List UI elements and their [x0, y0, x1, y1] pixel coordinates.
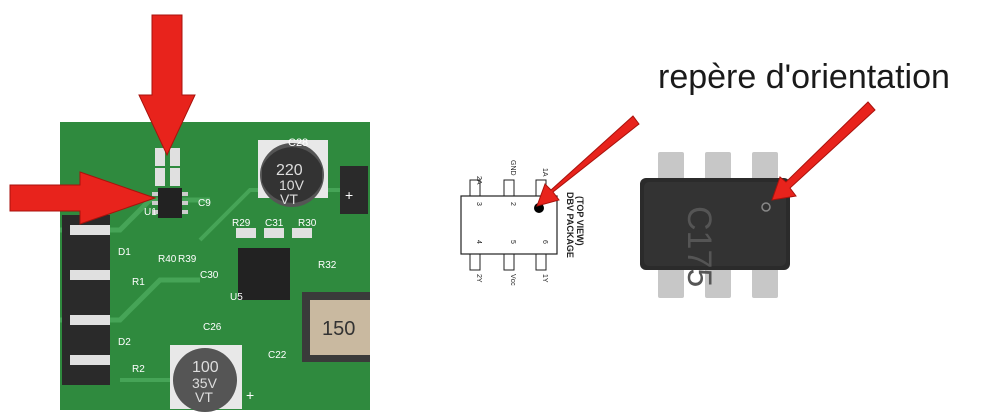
capacitor-bottom: [173, 348, 237, 412]
arrow-right-icon: [9, 171, 157, 225]
arrow-pin1-icon: [536, 115, 640, 207]
pin3-num: 3: [475, 202, 482, 206]
chip-u1: [158, 188, 182, 218]
label-r40: R40: [158, 254, 177, 265]
label-r29: R29: [232, 218, 251, 229]
label-d2: D2: [118, 337, 131, 348]
chip-photo: C175: [640, 152, 790, 298]
chip-marking: C175: [680, 206, 718, 287]
label-r39: R39: [178, 254, 197, 265]
package-title: DBV PACKAGE: [565, 192, 575, 258]
cap-top-line2: 10V: [279, 177, 305, 193]
label-d1: D1: [118, 247, 131, 258]
pin2-name: GND: [509, 160, 516, 176]
cap-top-line1: 220: [276, 162, 303, 179]
cap-top-line3: VT: [280, 191, 298, 207]
pin4-num: 4: [475, 240, 482, 244]
package-subtitle: (TOP VIEW): [575, 196, 585, 246]
label-c22: C22: [268, 350, 287, 361]
orientation-mark-icon: [761, 202, 771, 212]
arrow-down-icon: [138, 14, 196, 157]
cap-bottom-line3: VT: [195, 389, 213, 405]
pin1-name: 1A: [541, 168, 548, 177]
pin5-name: Vcc: [509, 274, 516, 286]
label-u1: U1: [144, 207, 157, 218]
label-r32: R32: [318, 260, 337, 271]
caption-arrow: [771, 101, 876, 201]
orientation-caption: repère d'orientation: [658, 58, 950, 96]
label-c31: C31: [265, 218, 284, 229]
label-r1: R1: [132, 277, 145, 288]
pin2-num: 2: [509, 202, 516, 206]
pin5-num: 5: [509, 240, 516, 244]
label-r2: R2: [132, 364, 145, 375]
pin6-name: 1Y: [541, 274, 548, 283]
pin3-name: 2A: [475, 176, 482, 185]
pcb-photo: 220 10V VT C28 100 35V VT 150 C9 U1 R29 …: [9, 14, 370, 412]
label-c28: C28: [288, 137, 308, 149]
label-c9: C9: [198, 198, 211, 209]
cap-bottom-line2: 35V: [192, 375, 218, 391]
cap-bottom-line1: 100: [192, 359, 219, 376]
pin1-dot-icon: [534, 203, 544, 213]
label-u5: U5: [230, 292, 243, 303]
label-c26: C26: [203, 322, 222, 333]
inductor-label: 150: [322, 318, 355, 340]
package-diagram: 2A GND 1A 2Y Vcc 1Y 3 2 1 4 5 6 DBV PACK…: [460, 115, 640, 286]
label-plus2: +: [246, 387, 254, 403]
label-r30: R30: [298, 218, 317, 229]
pin6-num: 6: [541, 240, 548, 244]
arrow-orientation-icon: [771, 101, 876, 201]
chip-u5: [238, 248, 290, 300]
label-c30: C30: [200, 270, 219, 281]
label-plus1: +: [345, 187, 353, 203]
pin4-name: 2Y: [475, 274, 482, 283]
